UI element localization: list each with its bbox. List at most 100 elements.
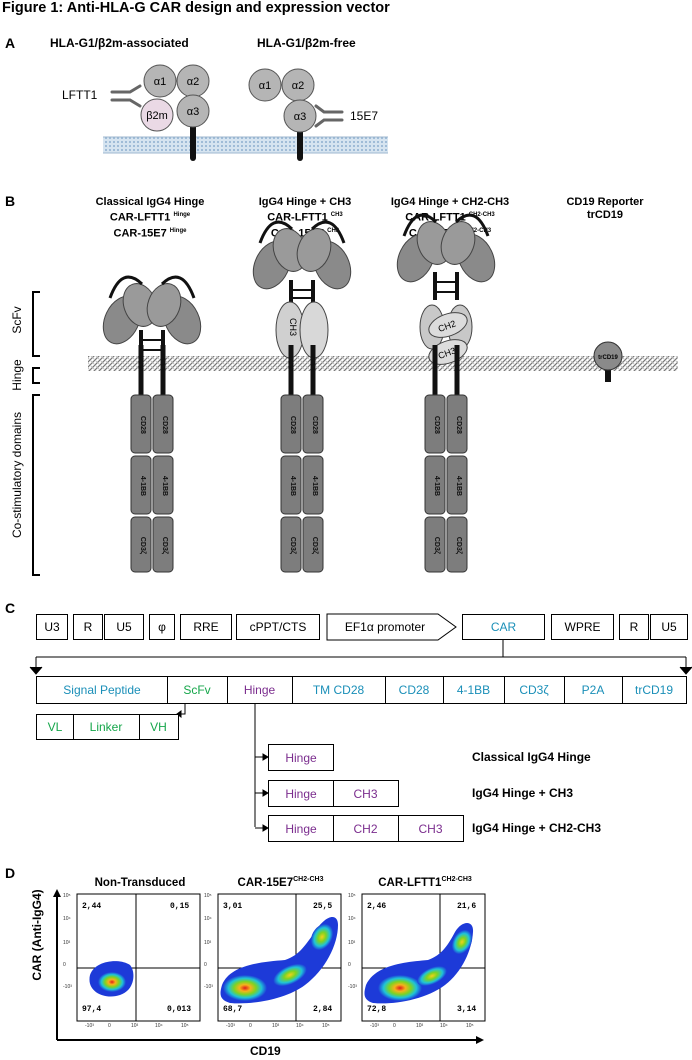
signal-domain bbox=[152, 394, 174, 454]
heading-associated: HLA-G1/β2m-associated bbox=[50, 36, 189, 50]
signal-domain bbox=[424, 394, 446, 454]
scfv-linker-arc bbox=[310, 220, 346, 244]
vector-wpre: WPRE bbox=[551, 614, 614, 640]
panel-b-diagram: CD284-1BBCD3ζCD284-1BBCD3ζCH3CD284-1BBCD… bbox=[32, 213, 678, 576]
p2-ur: 25,5 bbox=[313, 902, 333, 911]
opt3-hinge: Hinge bbox=[269, 816, 334, 841]
p1-ll: 97,4 bbox=[82, 1005, 102, 1014]
x-tick-label: 10⁵ bbox=[181, 1023, 189, 1029]
signal-domain bbox=[446, 455, 468, 515]
y-tick-label: -10³ bbox=[63, 984, 72, 990]
x-tick-label: 10⁴ bbox=[155, 1023, 163, 1029]
car-p2a: P2A bbox=[564, 677, 623, 703]
scfv-linker-arc bbox=[160, 275, 196, 299]
scfv-lobe bbox=[296, 228, 332, 272]
vector-rre: RRE bbox=[180, 614, 232, 640]
facs-title-1: Non-Transduced bbox=[94, 876, 186, 889]
signal-domain-label: CD3ζ bbox=[289, 537, 296, 555]
y-tick-label: 10⁴ bbox=[63, 916, 71, 922]
x-tick-label: 0 bbox=[249, 1023, 252, 1029]
label-15e7: 15E7 bbox=[350, 109, 379, 123]
hinge-option-3-label: IgG4 Hinge + CH2-CH3 bbox=[472, 821, 602, 835]
x-tick-label: 10⁵ bbox=[466, 1023, 474, 1029]
scfv-bar: VL Linker VH bbox=[36, 714, 179, 740]
label-lftt1: LFTT1 bbox=[62, 88, 98, 102]
signal-domain-label: CD28 bbox=[311, 416, 318, 434]
15e7-antibody-icon bbox=[314, 104, 344, 128]
hinge-option-3: Hinge CH2 CH3 bbox=[268, 815, 464, 842]
p3-lr: 3,14 bbox=[457, 1005, 477, 1014]
lftt1-antibody-icon bbox=[110, 84, 142, 108]
signal-domain-label: CD3ζ bbox=[433, 537, 440, 555]
signal-domain bbox=[280, 394, 302, 454]
trcd19-label: trCD19 bbox=[598, 355, 618, 361]
car-4-1bb: 4-1BB bbox=[443, 677, 505, 703]
facs-x-arrow-icon bbox=[476, 1036, 484, 1044]
vector-u5-2: U5 bbox=[650, 614, 688, 640]
signal-domain-label: CD28 bbox=[161, 416, 168, 434]
signal-domain-label: CD3ζ bbox=[311, 537, 318, 555]
signal-domain bbox=[130, 455, 152, 515]
text-a3-free: α3 bbox=[294, 111, 306, 123]
y-tick-label: 10⁴ bbox=[204, 916, 212, 922]
signal-domain bbox=[302, 455, 324, 515]
x-tick-label: 10³ bbox=[416, 1023, 424, 1029]
figure-title: Figure 1: Anti-HLA-G CAR design and expr… bbox=[2, 0, 390, 16]
signal-domain bbox=[280, 516, 302, 573]
car-hinge: Hinge bbox=[227, 677, 293, 703]
construct-1-header: Classical IgG4 Hinge CAR-LFTT1 Hinge CAR… bbox=[95, 196, 205, 240]
signal-domain-label: 4-1BB bbox=[161, 476, 168, 496]
y-tick-label: 10³ bbox=[348, 940, 356, 946]
signal-domain-label: CD28 bbox=[455, 416, 462, 434]
x-tick-label: -10³ bbox=[370, 1023, 379, 1029]
facs-x-axis-label: CD19 bbox=[250, 1044, 281, 1058]
panel-d-label: D bbox=[5, 865, 16, 881]
signal-domain bbox=[152, 455, 174, 515]
p3-ul: 2,46 bbox=[367, 902, 387, 911]
scfv-linker-arc bbox=[108, 275, 144, 299]
y-tick-label: -10³ bbox=[348, 984, 357, 990]
y-tick-label: 0 bbox=[63, 962, 66, 968]
hinge-option-2-label: IgG4 Hinge + CH3 bbox=[472, 786, 574, 800]
signal-domain bbox=[130, 394, 152, 454]
signal-domain-label: CD3ζ bbox=[161, 537, 168, 555]
x-tick-label: 10⁴ bbox=[296, 1023, 304, 1029]
facs-title-3: CAR-LFTT1CH2-CH3 bbox=[378, 876, 472, 889]
vector-promoter: EF1α promoter bbox=[344, 620, 426, 634]
x-tick-label: 10³ bbox=[272, 1023, 280, 1029]
y-tick-label: 10³ bbox=[204, 940, 212, 946]
domain-a1-free bbox=[248, 68, 282, 102]
facs-title-2: CAR-15E7CH2-CH3 bbox=[237, 876, 324, 889]
y-tick-label: 10⁵ bbox=[63, 893, 71, 899]
panel-a-diagram: α1 α2 β2m α3 α1 α2 α3 bbox=[103, 64, 388, 161]
signal-domain bbox=[152, 516, 174, 573]
domain-a3-assoc bbox=[176, 94, 210, 128]
opt3-ch3: CH3 bbox=[418, 821, 443, 836]
p3-ll: 72,8 bbox=[367, 1005, 387, 1014]
scfv-vl: VL bbox=[37, 715, 74, 739]
panel-c-label: C bbox=[5, 600, 16, 616]
panel-b-label: B bbox=[5, 193, 16, 209]
opt2-hinge: Hinge bbox=[269, 781, 334, 806]
promoter-arrow bbox=[326, 613, 457, 641]
signal-domain bbox=[130, 516, 152, 573]
construct-4-header: CD19 Reporter trCD19 bbox=[566, 196, 644, 221]
p2-lr: 2,84 bbox=[313, 1005, 333, 1014]
hinge-option-2: Hinge CH3 bbox=[268, 780, 399, 807]
signal-domain-label: 4-1BB bbox=[455, 476, 462, 496]
x-tick-label: 10³ bbox=[131, 1023, 139, 1029]
text-a3-assoc: α3 bbox=[187, 106, 199, 118]
signal-domain-label: CD28 bbox=[433, 416, 440, 434]
domain-a3-free bbox=[283, 99, 317, 133]
vector-r2: R bbox=[619, 614, 649, 640]
text-a1-free: α1 bbox=[259, 80, 271, 92]
text-a1-assoc: α1 bbox=[154, 76, 166, 88]
p2-ll: 68,7 bbox=[223, 1005, 243, 1014]
signal-domain-label: CD28 bbox=[139, 416, 146, 434]
vector-r1: R bbox=[73, 614, 103, 640]
signal-domain-label: 4-1BB bbox=[139, 476, 146, 496]
x-tick-label: -10³ bbox=[226, 1023, 235, 1029]
signal-domain-label: 4-1BB bbox=[433, 476, 440, 496]
scfv-vh: VH bbox=[150, 720, 167, 734]
